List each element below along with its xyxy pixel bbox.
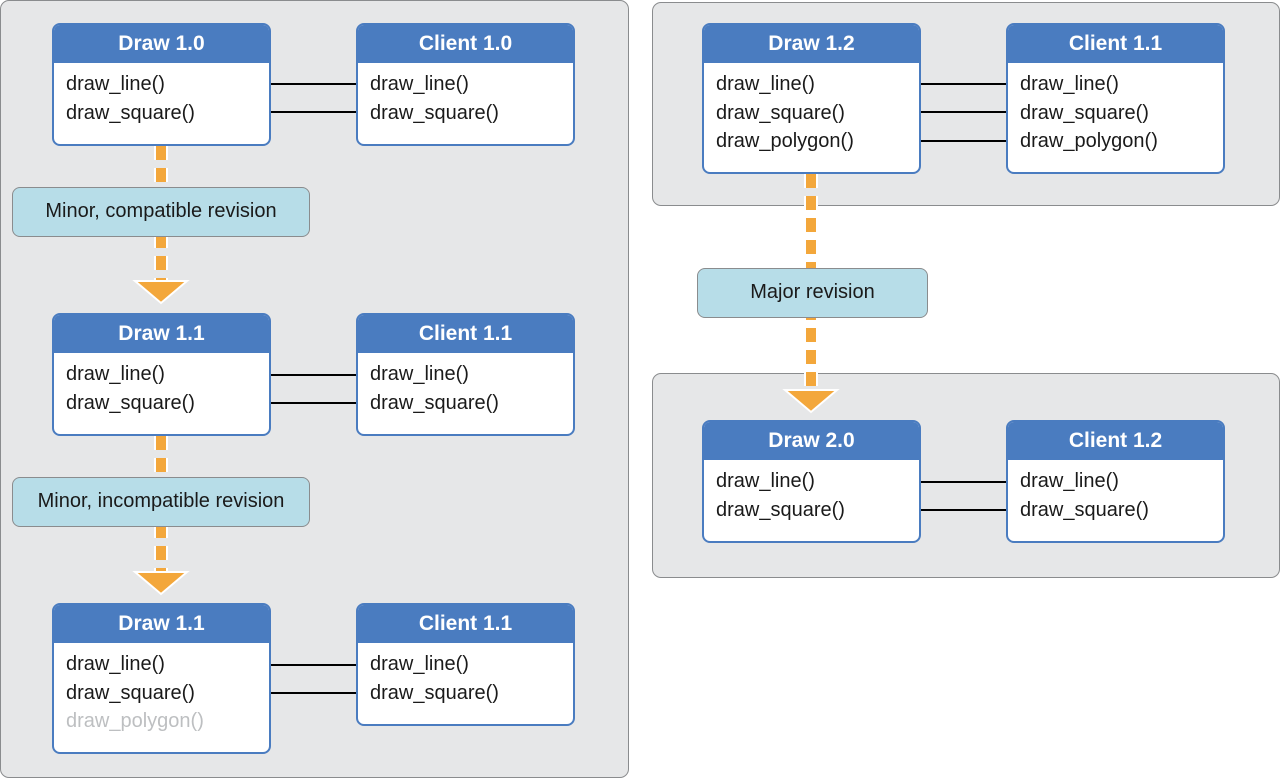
draw-1-2-box: Draw 1.2 draw_line() draw_square() draw_pol… [702, 23, 921, 174]
function-item: draw_line() [66, 73, 165, 95]
minor-incompatible-revision-label: Minor, incompatible revision [12, 477, 310, 527]
draw-2-0-box: Draw 2.0 draw_line() draw_square() [702, 420, 921, 543]
function-list: draw_line() draw_square() [358, 63, 573, 127]
function-item: draw_square() [716, 101, 845, 124]
function-list: draw_line() draw_square() [704, 460, 919, 524]
function-item: draw_polygon() [716, 130, 854, 152]
function-list: draw_line() draw_square() draw_polygon() [1008, 63, 1223, 156]
function-list: draw_line() draw_square() draw_polygon() [54, 643, 269, 736]
function-item: draw_line() [66, 363, 165, 385]
function-list: draw_line() draw_square() [358, 643, 573, 707]
box-title: Client 1.1 [1008, 25, 1223, 63]
client-1-1-lower-box: Client 1.1 draw_line() draw_square() [356, 603, 575, 726]
client-1-2-box: Client 1.2 draw_line() draw_square() [1006, 420, 1225, 543]
function-item: draw_polygon() [1020, 130, 1158, 152]
box-title: Client 1.1 [358, 315, 573, 353]
function-item: draw_square() [370, 681, 499, 704]
box-title: Draw 1.1 [54, 605, 269, 643]
function-item: draw_line() [370, 73, 469, 95]
client-1-0-box: Client 1.0 draw_line() draw_square() [356, 23, 575, 146]
box-title: Draw 2.0 [704, 422, 919, 460]
function-list: draw_line() draw_square() [1008, 460, 1223, 524]
client-1-1-box: Client 1.1 draw_line() draw_square() [356, 313, 575, 436]
function-list: draw_line() draw_square() [358, 353, 573, 417]
box-title: Draw 1.0 [54, 25, 269, 63]
draw-1-0-box: Draw 1.0 draw_line() draw_square() [52, 23, 271, 146]
client-1-1-full-box: Client 1.1 draw_line() draw_square() draw_p… [1006, 23, 1225, 174]
draw-1-1-extended-box: Draw 1.1 draw_line() draw_square() draw_pol… [52, 603, 271, 754]
function-item: draw_line() [716, 470, 815, 492]
function-item: draw_square() [370, 391, 499, 414]
box-title: Client 1.1 [358, 605, 573, 643]
function-item: draw_square() [370, 101, 499, 124]
box-title: Client 1.0 [358, 25, 573, 63]
box-title: Draw 1.2 [704, 25, 919, 63]
function-item: draw_line() [66, 653, 165, 675]
function-item: draw_square() [66, 391, 195, 414]
function-list: draw_line() draw_square() draw_polygon() [704, 63, 919, 156]
function-item: draw_square() [66, 681, 195, 704]
unavailable-function: draw_polygon() [66, 710, 204, 732]
major-revision-label: Major revision [697, 268, 928, 318]
function-item: draw_line() [1020, 73, 1119, 95]
box-title: Client 1.2 [1008, 422, 1223, 460]
function-item: draw_line() [370, 653, 469, 675]
function-item: draw_square() [66, 101, 195, 124]
draw-1-1-box: Draw 1.1 draw_line() draw_square() [52, 313, 271, 436]
function-item: draw_line() [716, 73, 815, 95]
box-title: Draw 1.1 [54, 315, 269, 353]
function-list: draw_line() draw_square() [54, 353, 269, 417]
function-item: draw_line() [370, 363, 469, 385]
function-item: draw_line() [1020, 470, 1119, 492]
function-item: draw_square() [716, 498, 845, 521]
function-list: draw_line() draw_square() [54, 63, 269, 127]
function-item: draw_square() [1020, 498, 1149, 521]
function-item: draw_square() [1020, 101, 1149, 124]
minor-compatible-revision-label: Minor, compatible revision [12, 187, 310, 237]
